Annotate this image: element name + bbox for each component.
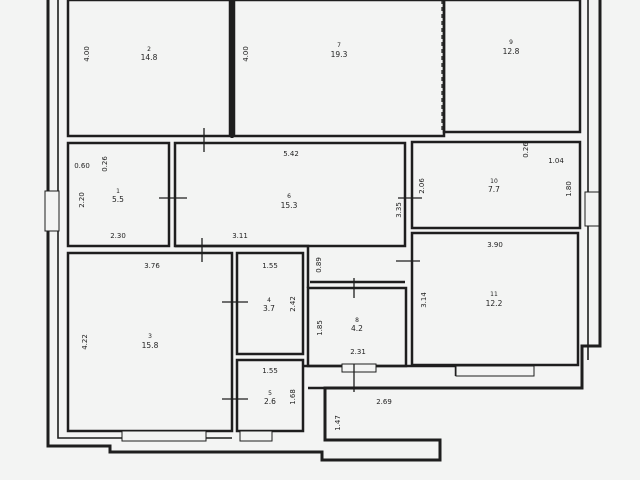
dim-room-4-side: 2.42 [289, 296, 297, 312]
dim-room-6-bottom: 3.11 [232, 232, 248, 240]
window-bottom [121, 430, 207, 442]
dim-room-10-top-left: 0.26 [522, 142, 530, 158]
dim-room-11-side: 3.14 [420, 292, 428, 308]
room-4-number: 4 [267, 297, 271, 304]
room-8-number: 8 [355, 317, 359, 324]
exterior-walls [46, 0, 602, 462]
room-4-area: 3.7 [263, 304, 275, 313]
dim-room-11-top: 3.90 [487, 241, 503, 249]
dim-room-1-top-right: 0.26 [101, 156, 109, 172]
dim-room-6-side: 3.35 [395, 202, 403, 218]
dim-room-7-side: 4.00 [242, 46, 250, 62]
room-7-walls [232, 0, 446, 138]
room-11-walls [410, 231, 580, 367]
inner-wall-line [57, 0, 232, 439]
room-11-number: 11 [490, 291, 498, 298]
dim-porch-width: 2.69 [376, 398, 392, 406]
room-3-area: 15.8 [142, 341, 159, 350]
room-5-area: 2.6 [264, 397, 276, 406]
entry-wall [303, 364, 458, 376]
room-1-number: 1 [116, 188, 120, 195]
dim-room-4-top: 1.55 [262, 262, 278, 270]
door-marks [159, 128, 422, 400]
dim-room-1-bottom: 2.30 [110, 232, 126, 240]
room-7-number: 7 [337, 42, 341, 49]
room-3-number: 3 [148, 333, 152, 340]
window-right [584, 191, 600, 227]
vertical-dimension-labels: 4.00 4.00 0.26 2.20 3.35 0.89 0.26 2.06 … [78, 46, 573, 431]
dim-room-10-left: 2.06 [418, 178, 426, 194]
window-left [44, 190, 60, 232]
room-1-area: 5.5 [112, 195, 124, 204]
dim-porch-depth: 1.47 [334, 415, 342, 431]
dim-room-5-top: 1.55 [262, 367, 278, 375]
outer-wall [46, 0, 602, 462]
window-room-8 [341, 363, 377, 373]
room-5-number: 5 [268, 390, 272, 397]
dim-room-3-side: 4.22 [81, 334, 89, 350]
room-10-number: 10 [490, 178, 498, 185]
room-10-area: 7.7 [488, 185, 500, 194]
windows [44, 190, 600, 442]
room-labels: 2 14.8 7 19.3 9 12.8 1 5.5 6 15.3 10 7.7… [112, 39, 520, 406]
dimension-labels: 0.60 2.30 5.42 3.11 1.04 3.76 1.55 2.31 … [74, 150, 564, 406]
hall-wall [175, 244, 310, 288]
dim-room-8-bottom: 2.31 [350, 348, 366, 356]
room-2-area: 14.8 [141, 53, 158, 62]
room-8-area: 4.2 [351, 324, 363, 333]
dim-hall-small: 0.89 [315, 257, 323, 273]
window-bottom-small [239, 430, 273, 442]
dim-room-5-side: 1.68 [289, 389, 297, 405]
dim-room-2-side: 4.00 [83, 46, 91, 62]
dim-room-3-top: 3.76 [144, 262, 160, 270]
dim-room-6-top: 5.42 [283, 150, 299, 158]
room-2-number: 2 [147, 46, 151, 53]
dim-room-10-right: 1.80 [565, 181, 573, 197]
room-4-walls [235, 251, 305, 356]
room-6-area: 15.3 [281, 201, 298, 210]
room-11-area: 12.2 [486, 299, 503, 308]
dim-room-1-side: 2.20 [78, 192, 86, 208]
room-6-number: 6 [287, 193, 291, 200]
room-10-walls [410, 140, 582, 230]
dim-room-1-top-left: 0.60 [74, 162, 90, 170]
room-1-walls [66, 141, 171, 248]
dim-room-8-side: 1.85 [316, 320, 324, 336]
room-9-area: 12.8 [503, 47, 520, 56]
dim-room-10-top-right: 1.04 [548, 157, 564, 165]
room-2-walls [66, 0, 232, 138]
room-9-walls [442, 0, 582, 134]
room-7-area: 19.3 [331, 50, 348, 59]
room-9-number: 9 [509, 39, 513, 46]
window-room-11 [455, 365, 535, 377]
